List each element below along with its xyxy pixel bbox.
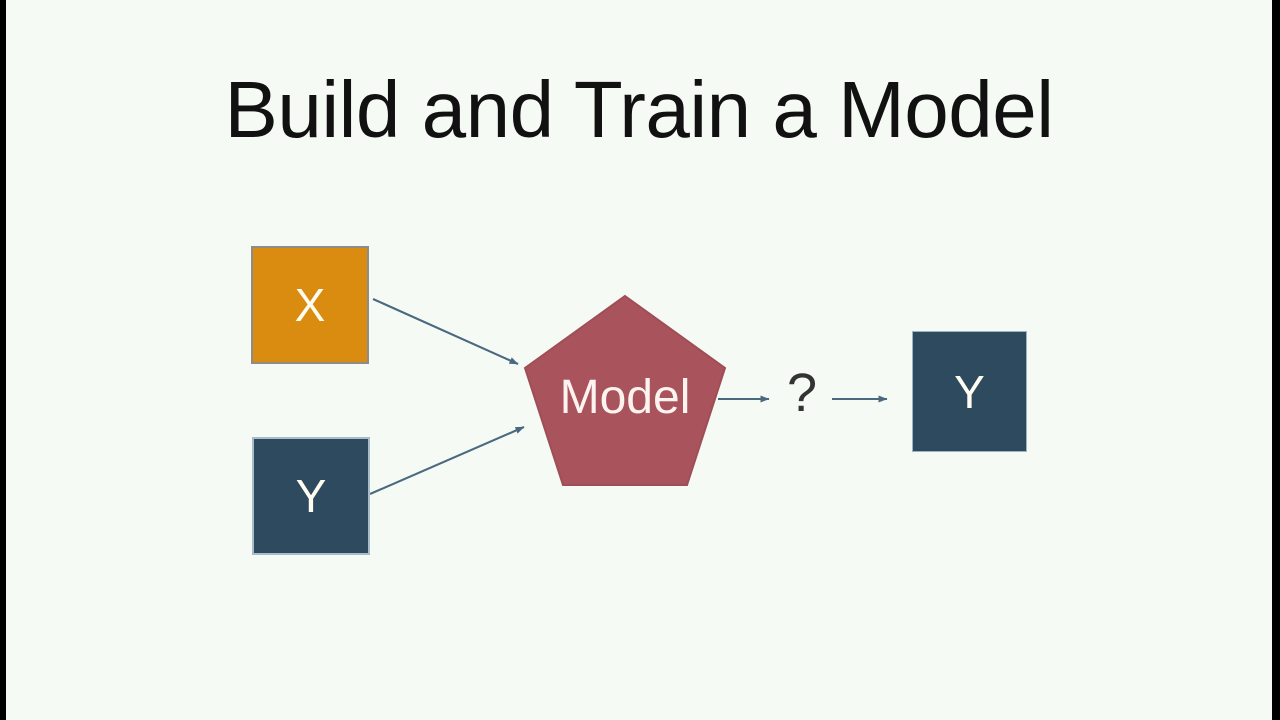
node-input-y: Y <box>252 437 370 555</box>
pentagon-shape <box>523 294 727 486</box>
node-input-y-label: Y <box>295 470 327 522</box>
node-input-x: X <box>251 246 369 364</box>
arrow-y-to-model <box>369 426 525 495</box>
question-mark: ? <box>786 363 818 423</box>
node-output-y: Y <box>912 331 1027 452</box>
node-output-y-label: Y <box>954 365 985 418</box>
slide-canvas: Build and Train a Model X Y <box>6 0 1272 720</box>
node-model-label: Model <box>559 370 691 424</box>
node-model: Model <box>523 294 727 487</box>
page-title: Build and Train a Model <box>224 65 1054 154</box>
node-input-x-label: X <box>294 279 326 331</box>
arrow-x-to-model <box>372 298 519 365</box>
